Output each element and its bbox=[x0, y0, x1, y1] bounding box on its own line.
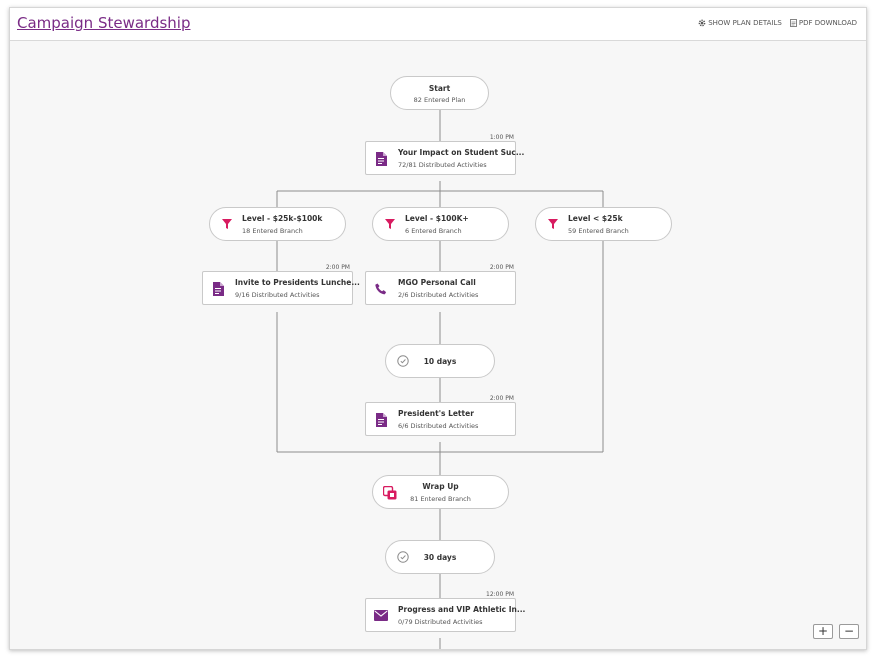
mgo-time: 2:00 PM bbox=[489, 264, 514, 271]
progress-sub: 0/79 Distributed Activities bbox=[398, 618, 483, 626]
document-icon bbox=[376, 413, 387, 427]
wait2-title: 30 days bbox=[423, 553, 457, 562]
mgo-sub: 2/6 Distributed Activities bbox=[398, 291, 479, 299]
clock-icon bbox=[397, 551, 409, 563]
branch-node-under-25k[interactable]: Level < $25k 59 Entered Branch bbox=[535, 207, 672, 241]
merge-icon bbox=[383, 486, 397, 500]
pdf-download-link[interactable]: PDF DOWNLOAD bbox=[789, 19, 857, 27]
progress-time: 12:00 PM bbox=[486, 591, 514, 598]
mgo-title: MGO Personal Call bbox=[398, 278, 476, 287]
branch1-title: Level - $25k-$100k bbox=[242, 214, 323, 223]
document-icon bbox=[213, 282, 224, 296]
wait-10-days-node[interactable]: 10 days bbox=[385, 344, 495, 378]
zoom-out-button[interactable]: − bbox=[839, 624, 859, 639]
start-title: Start bbox=[428, 84, 451, 93]
clock-icon bbox=[397, 355, 409, 367]
wrap-up-node[interactable]: Wrap Up 81 Entered Branch bbox=[372, 475, 509, 509]
branch3-title: Level < $25k bbox=[568, 214, 623, 223]
impact-time: 1:00 PM bbox=[489, 134, 514, 141]
filter-icon bbox=[222, 219, 232, 229]
branch-node-25k-100k[interactable]: Level - $25k-$100k 18 Entered Branch bbox=[209, 207, 346, 241]
header-actions: SHOW PLAN DETAILS PDF DOWNLOAD bbox=[698, 19, 857, 27]
mgo-call-node[interactable]: MGO Personal Call 2/6 Distributed Activi… bbox=[365, 271, 516, 305]
branch2-sub: 6 Entered Branch bbox=[405, 227, 462, 235]
progress-title: Progress and VIP Athletic In... bbox=[398, 605, 526, 614]
letter-sub: 6/6 Distributed Activities bbox=[398, 422, 479, 430]
pdf-download-label: PDF DOWNLOAD bbox=[798, 19, 857, 27]
gear-icon bbox=[698, 19, 706, 27]
impact-activity-node[interactable]: Your Impact on Student Suc... 72/81 Dist… bbox=[365, 141, 524, 175]
show-plan-details-label: SHOW PLAN DETAILS bbox=[708, 19, 782, 27]
invite-time: 2:00 PM bbox=[325, 264, 350, 271]
letter-time: 2:00 PM bbox=[489, 395, 514, 402]
filter-icon bbox=[548, 219, 558, 229]
branch2-title: Level - $100K+ bbox=[405, 214, 469, 223]
wait1-title: 10 days bbox=[423, 357, 457, 366]
branch3-sub: 59 Entered Branch bbox=[568, 227, 629, 235]
header-bar: Campaign Stewardship SHOW PLAN DETAILS P… bbox=[10, 8, 866, 41]
start-sub: 82 Entered Plan bbox=[413, 96, 466, 104]
impact-sub: 72/81 Distributed Activities bbox=[398, 161, 487, 169]
phone-icon bbox=[375, 283, 387, 295]
filter-icon bbox=[385, 219, 395, 229]
invite-title: Invite to Presidents Lunche... bbox=[235, 278, 360, 287]
wrap-sub: 81 Entered Branch bbox=[410, 495, 471, 503]
progress-email-node[interactable]: Progress and VIP Athletic In... 0/79 Dis… bbox=[365, 598, 525, 632]
pdf-file-icon bbox=[789, 19, 797, 27]
show-plan-details-link[interactable]: SHOW PLAN DETAILS bbox=[698, 19, 782, 27]
invite-sub: 9/16 Distributed Activities bbox=[235, 291, 320, 299]
invite-activity-node[interactable]: Invite to Presidents Lunche... 9/16 Dist… bbox=[202, 271, 360, 305]
page-title[interactable]: Campaign Stewardship bbox=[17, 14, 191, 32]
impact-title: Your Impact on Student Suc... bbox=[398, 148, 525, 157]
document-icon bbox=[376, 152, 387, 166]
branch-node-100k-plus[interactable]: Level - $100K+ 6 Entered Branch bbox=[372, 207, 509, 241]
wrap-title: Wrap Up bbox=[422, 482, 459, 491]
zoom-in-button[interactable]: + bbox=[813, 624, 833, 639]
flow-connectors bbox=[276, 109, 604, 649]
letter-title: President's Letter bbox=[398, 409, 474, 418]
flow-canvas[interactable]: Start 82 Entered Plan 1:00 PM Your Impac… bbox=[10, 41, 866, 649]
plan-window: Campaign Stewardship SHOW PLAN DETAILS P… bbox=[9, 7, 867, 650]
start-node[interactable]: Start 82 Entered Plan bbox=[390, 76, 489, 110]
mail-icon bbox=[374, 610, 388, 621]
wait-30-days-node[interactable]: 30 days bbox=[385, 540, 495, 574]
presidents-letter-node[interactable]: President's Letter 6/6 Distributed Activ… bbox=[365, 402, 516, 436]
branch1-sub: 18 Entered Branch bbox=[242, 227, 303, 235]
